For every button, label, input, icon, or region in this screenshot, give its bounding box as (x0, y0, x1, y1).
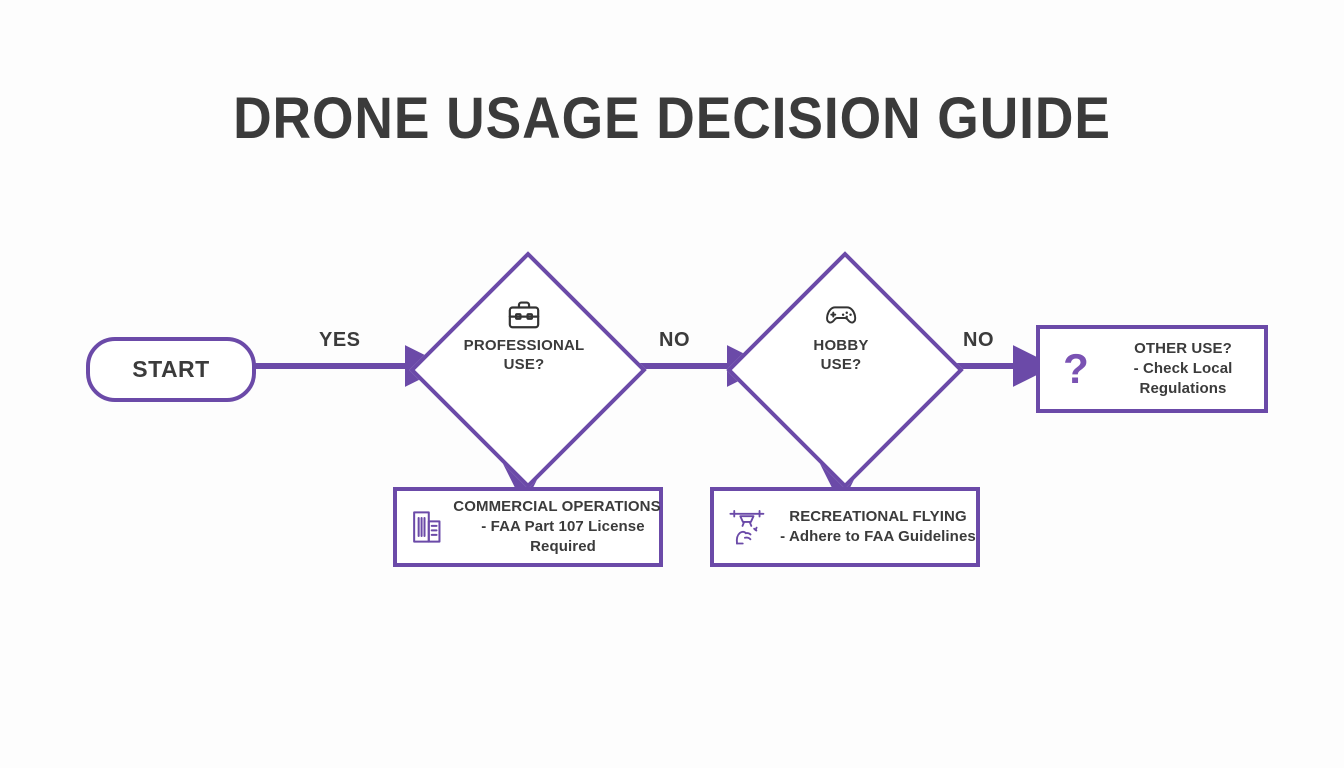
outcome-other-text: OTHER USE? - Check Local Regulations (1102, 339, 1264, 399)
edge-label-no-professional: NO (659, 329, 690, 351)
drone-icon (729, 510, 765, 545)
other-line3: Regulations (1139, 379, 1227, 397)
node-start[interactable]: START (86, 337, 256, 402)
other-line2: - Check Local (1133, 360, 1233, 378)
recreational-line2: - Adhere to FAA Guidelines (780, 528, 976, 545)
outcome-recreational-flying[interactable]: RECREATIONAL FLYING - Adhere to FAA Guid… (710, 487, 980, 567)
edge-label-no-hobby: NO (963, 329, 994, 351)
question-mark-icon-wrap: ? (1050, 348, 1102, 390)
node-start-label: START (132, 356, 210, 382)
commercial-line1: COMMERCIAL OPERATIONS (453, 498, 661, 516)
edge-label-yes: YES (319, 329, 361, 351)
question-mark-icon: ? (1063, 345, 1089, 392)
other-line1: OTHER USE? (1134, 340, 1232, 358)
outcome-other-use[interactable]: ? OTHER USE? - Check Local Regulations (1036, 325, 1268, 413)
outcome-commercial-operations[interactable]: COMMERCIAL OPERATIONS - FAA Part 107 Lic… (393, 487, 663, 567)
drone-icon-wrap (720, 507, 776, 547)
outcome-recreational-text: RECREATIONAL FLYING - Adhere to FAA Guid… (778, 507, 978, 547)
page-title: DRONE USAGE DECISION GUIDE (233, 86, 1111, 151)
commercial-line2: - FAA Part 107 License (481, 518, 645, 536)
commercial-line3: Required (530, 537, 596, 555)
outcome-commercial-text: COMMERCIAL OPERATIONS - FAA Part 107 Lic… (453, 497, 665, 557)
buildings-icon (413, 511, 441, 543)
recreational-line1: RECREATIONAL FLYING (789, 508, 967, 526)
buildings-icon-wrap (403, 509, 455, 545)
